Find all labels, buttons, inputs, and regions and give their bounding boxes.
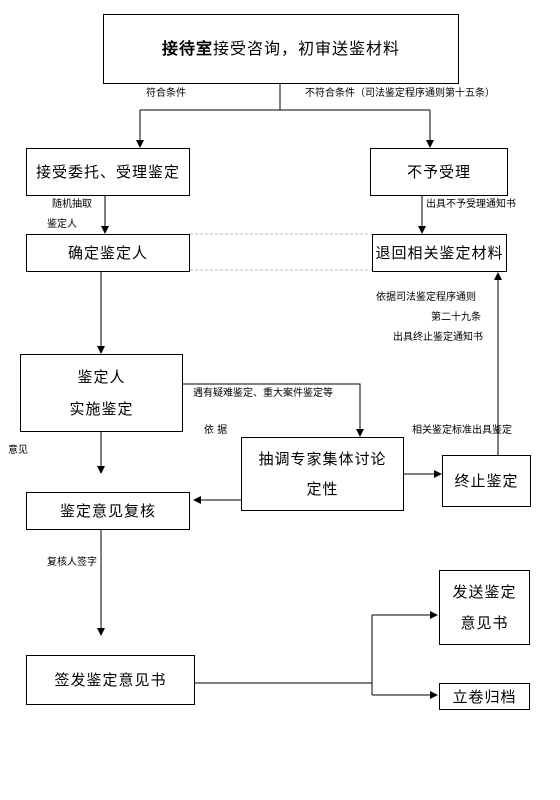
label-random-1: 随机抽取 xyxy=(52,199,92,210)
label-reject-notice: 出具不予受理通知书 xyxy=(426,199,516,210)
determine-box: 确定鉴定人 xyxy=(26,234,190,272)
label-rule-1: 依据司法鉴定程序通则 xyxy=(376,292,476,303)
label-opinion: 意见 xyxy=(8,445,28,456)
review-box: 鉴定意见复核 xyxy=(26,492,190,530)
accept-box: 接受委托、受理鉴定 xyxy=(26,148,190,196)
expert-box: 抽调专家集体讨论 定性 xyxy=(241,437,404,511)
return-text: 退回相关鉴定材料 xyxy=(375,244,504,262)
implement-box: 鉴定人 实施鉴定 xyxy=(20,354,183,432)
arrow-implement-expert xyxy=(183,383,364,437)
label-basis: 依 据 xyxy=(204,425,228,436)
label-standard-note: 相关鉴定标准出具鉴定 xyxy=(412,425,512,436)
send-box: 发送鉴定 意见书 xyxy=(439,570,530,645)
issue-text: 签发鉴定意见书 xyxy=(54,671,167,689)
expert-line1: 抽调专家集体讨论 xyxy=(258,450,387,468)
reject-box: 不予受理 xyxy=(370,148,508,196)
reject-text: 不予受理 xyxy=(406,163,471,181)
implement-line2: 实施鉴定 xyxy=(69,400,134,418)
issue-box: 签发鉴定意见书 xyxy=(26,655,195,705)
reception-box: 接待室接受咨询，初审送鉴材料 xyxy=(103,14,459,84)
determine-text: 确定鉴定人 xyxy=(67,244,148,262)
terminate-text: 终止鉴定 xyxy=(454,472,519,490)
label-eligible: 符合条件 xyxy=(146,88,186,99)
expert-line2: 定性 xyxy=(306,480,339,498)
terminate-box: 终止鉴定 xyxy=(442,455,531,507)
reception-desc: 接受咨询，初审送鉴材料 xyxy=(213,39,401,59)
archive-box: 立卷归档 xyxy=(439,683,530,710)
label-rule-3: 出具终止鉴定通知书 xyxy=(393,332,483,343)
send-line1: 发送鉴定 xyxy=(452,583,517,602)
send-line2: 意见书 xyxy=(460,613,509,632)
reception-text: 接待室接受咨询，初审送鉴材料 xyxy=(162,39,400,58)
archive-text: 立卷归档 xyxy=(452,687,517,706)
label-ineligible: 不符合条件（司法鉴定程序通则第十五条） xyxy=(305,88,495,99)
label-difficult-case: 遇有疑难鉴定、重大案件鉴定等 xyxy=(193,388,333,399)
label-reviewer-sign: 复核人签字 xyxy=(47,557,97,568)
label-random-2: 鉴定人 xyxy=(47,219,77,230)
label-rule-2: 第二十九条 xyxy=(431,312,481,323)
reception-title: 接待室 xyxy=(161,39,213,59)
review-text: 鉴定意见复核 xyxy=(59,502,156,520)
implement-line1: 鉴定人 xyxy=(77,368,126,386)
return-box: 退回相关鉴定材料 xyxy=(372,234,507,272)
accept-text: 接受委托、受理鉴定 xyxy=(35,163,180,181)
